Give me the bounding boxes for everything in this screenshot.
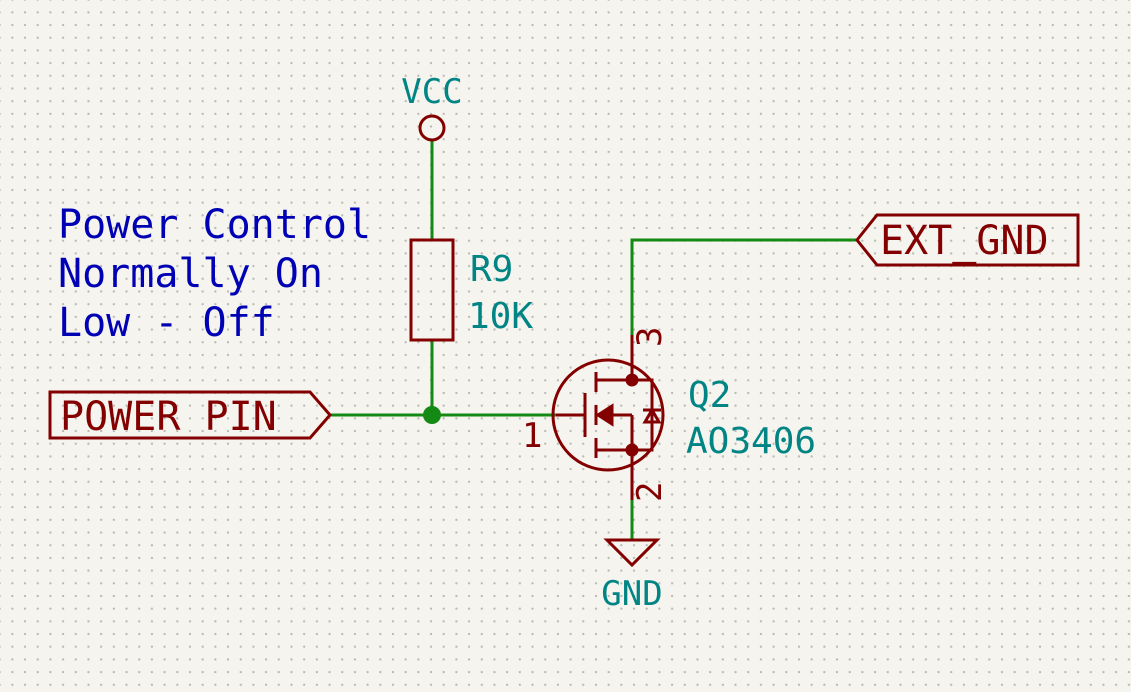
source-pin-number: 2 bbox=[630, 482, 670, 502]
body-diode-triangle bbox=[642, 407, 662, 424]
gnd-symbol-triangle bbox=[603, 538, 661, 568]
junction-dot bbox=[423, 406, 441, 424]
ext-gnd-label[interactable]: EXT_GND bbox=[855, 213, 1080, 267]
power-pin-label[interactable]: POWER_PIN bbox=[48, 390, 332, 440]
gate-pin-number: 1 bbox=[522, 416, 542, 456]
drain-junction-dot bbox=[625, 373, 639, 387]
vcc-power-symbol: VCC bbox=[401, 72, 463, 142]
source-junction-dot bbox=[625, 443, 639, 457]
mosfet-ref: Q2 bbox=[688, 375, 731, 416]
gnd-power-symbol: GND bbox=[601, 538, 663, 614]
note-line-3: Low - Off bbox=[58, 300, 275, 346]
power-pin-label-text: POWER_PIN bbox=[60, 394, 277, 440]
resistor-value: 10K bbox=[468, 296, 533, 337]
mosfet-q2[interactable]: 1 3 2 Q2 AO3406 bbox=[522, 327, 816, 502]
gnd-label: GND bbox=[601, 574, 662, 614]
vcc-label: VCC bbox=[401, 72, 462, 112]
power-pin-label-outline bbox=[48, 390, 332, 440]
ext-gnd-label-outline bbox=[855, 213, 1080, 267]
note-line-2: Normally On bbox=[58, 251, 323, 297]
resistor-r9[interactable]: R9 10K bbox=[409, 238, 533, 342]
wire-ext-gnd-to-drain bbox=[630, 238, 859, 337]
annotation-note: Power Control Normally On Low - Off bbox=[58, 202, 371, 346]
vcc-symbol-circle bbox=[418, 114, 446, 142]
ext-gnd-label-text: EXT_GND bbox=[880, 218, 1049, 264]
resistor-ref: R9 bbox=[470, 249, 513, 290]
mosfet-value: AO3406 bbox=[686, 421, 816, 462]
body-diode-leads bbox=[632, 378, 654, 452]
channel-arrow bbox=[595, 403, 614, 427]
note-line-1: Power Control bbox=[58, 202, 371, 248]
mosfet-body-circle bbox=[551, 358, 665, 472]
resistor-body bbox=[409, 238, 455, 342]
wires bbox=[328, 138, 859, 542]
drain-pin-number: 3 bbox=[630, 327, 670, 347]
